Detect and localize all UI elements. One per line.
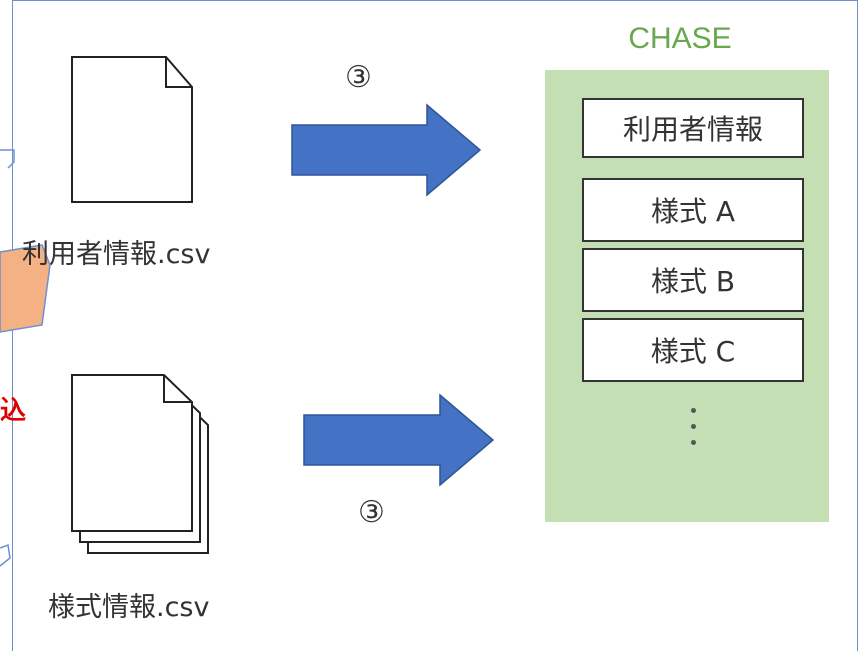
form-info-file-label: 様式情報.csv bbox=[48, 592, 210, 623]
arrow-top bbox=[291, 103, 482, 197]
chase-item-form-a: 様式 A bbox=[582, 178, 804, 242]
step-number-bottom: ③ bbox=[358, 495, 385, 530]
arrow-bottom bbox=[303, 393, 495, 487]
document-icon bbox=[71, 56, 193, 203]
chase-item-form-c: 様式 C bbox=[582, 318, 804, 382]
callout-shape-top bbox=[0, 149, 15, 169]
user-info-file-label: 利用者情報.csv bbox=[22, 239, 211, 270]
chase-title: CHASE bbox=[628, 22, 732, 55]
callout-shape-bottom bbox=[0, 543, 11, 567]
callout-shape-orange bbox=[0, 244, 51, 333]
documents-stack-icon bbox=[71, 374, 209, 554]
step-number-top: ③ bbox=[345, 60, 372, 95]
chase-item-form-b: 様式 B bbox=[582, 248, 804, 312]
partial-red-text: 込 bbox=[0, 396, 27, 426]
chase-item-user-info: 利用者情報 bbox=[582, 98, 804, 158]
more-items-ellipsis bbox=[688, 408, 698, 456]
